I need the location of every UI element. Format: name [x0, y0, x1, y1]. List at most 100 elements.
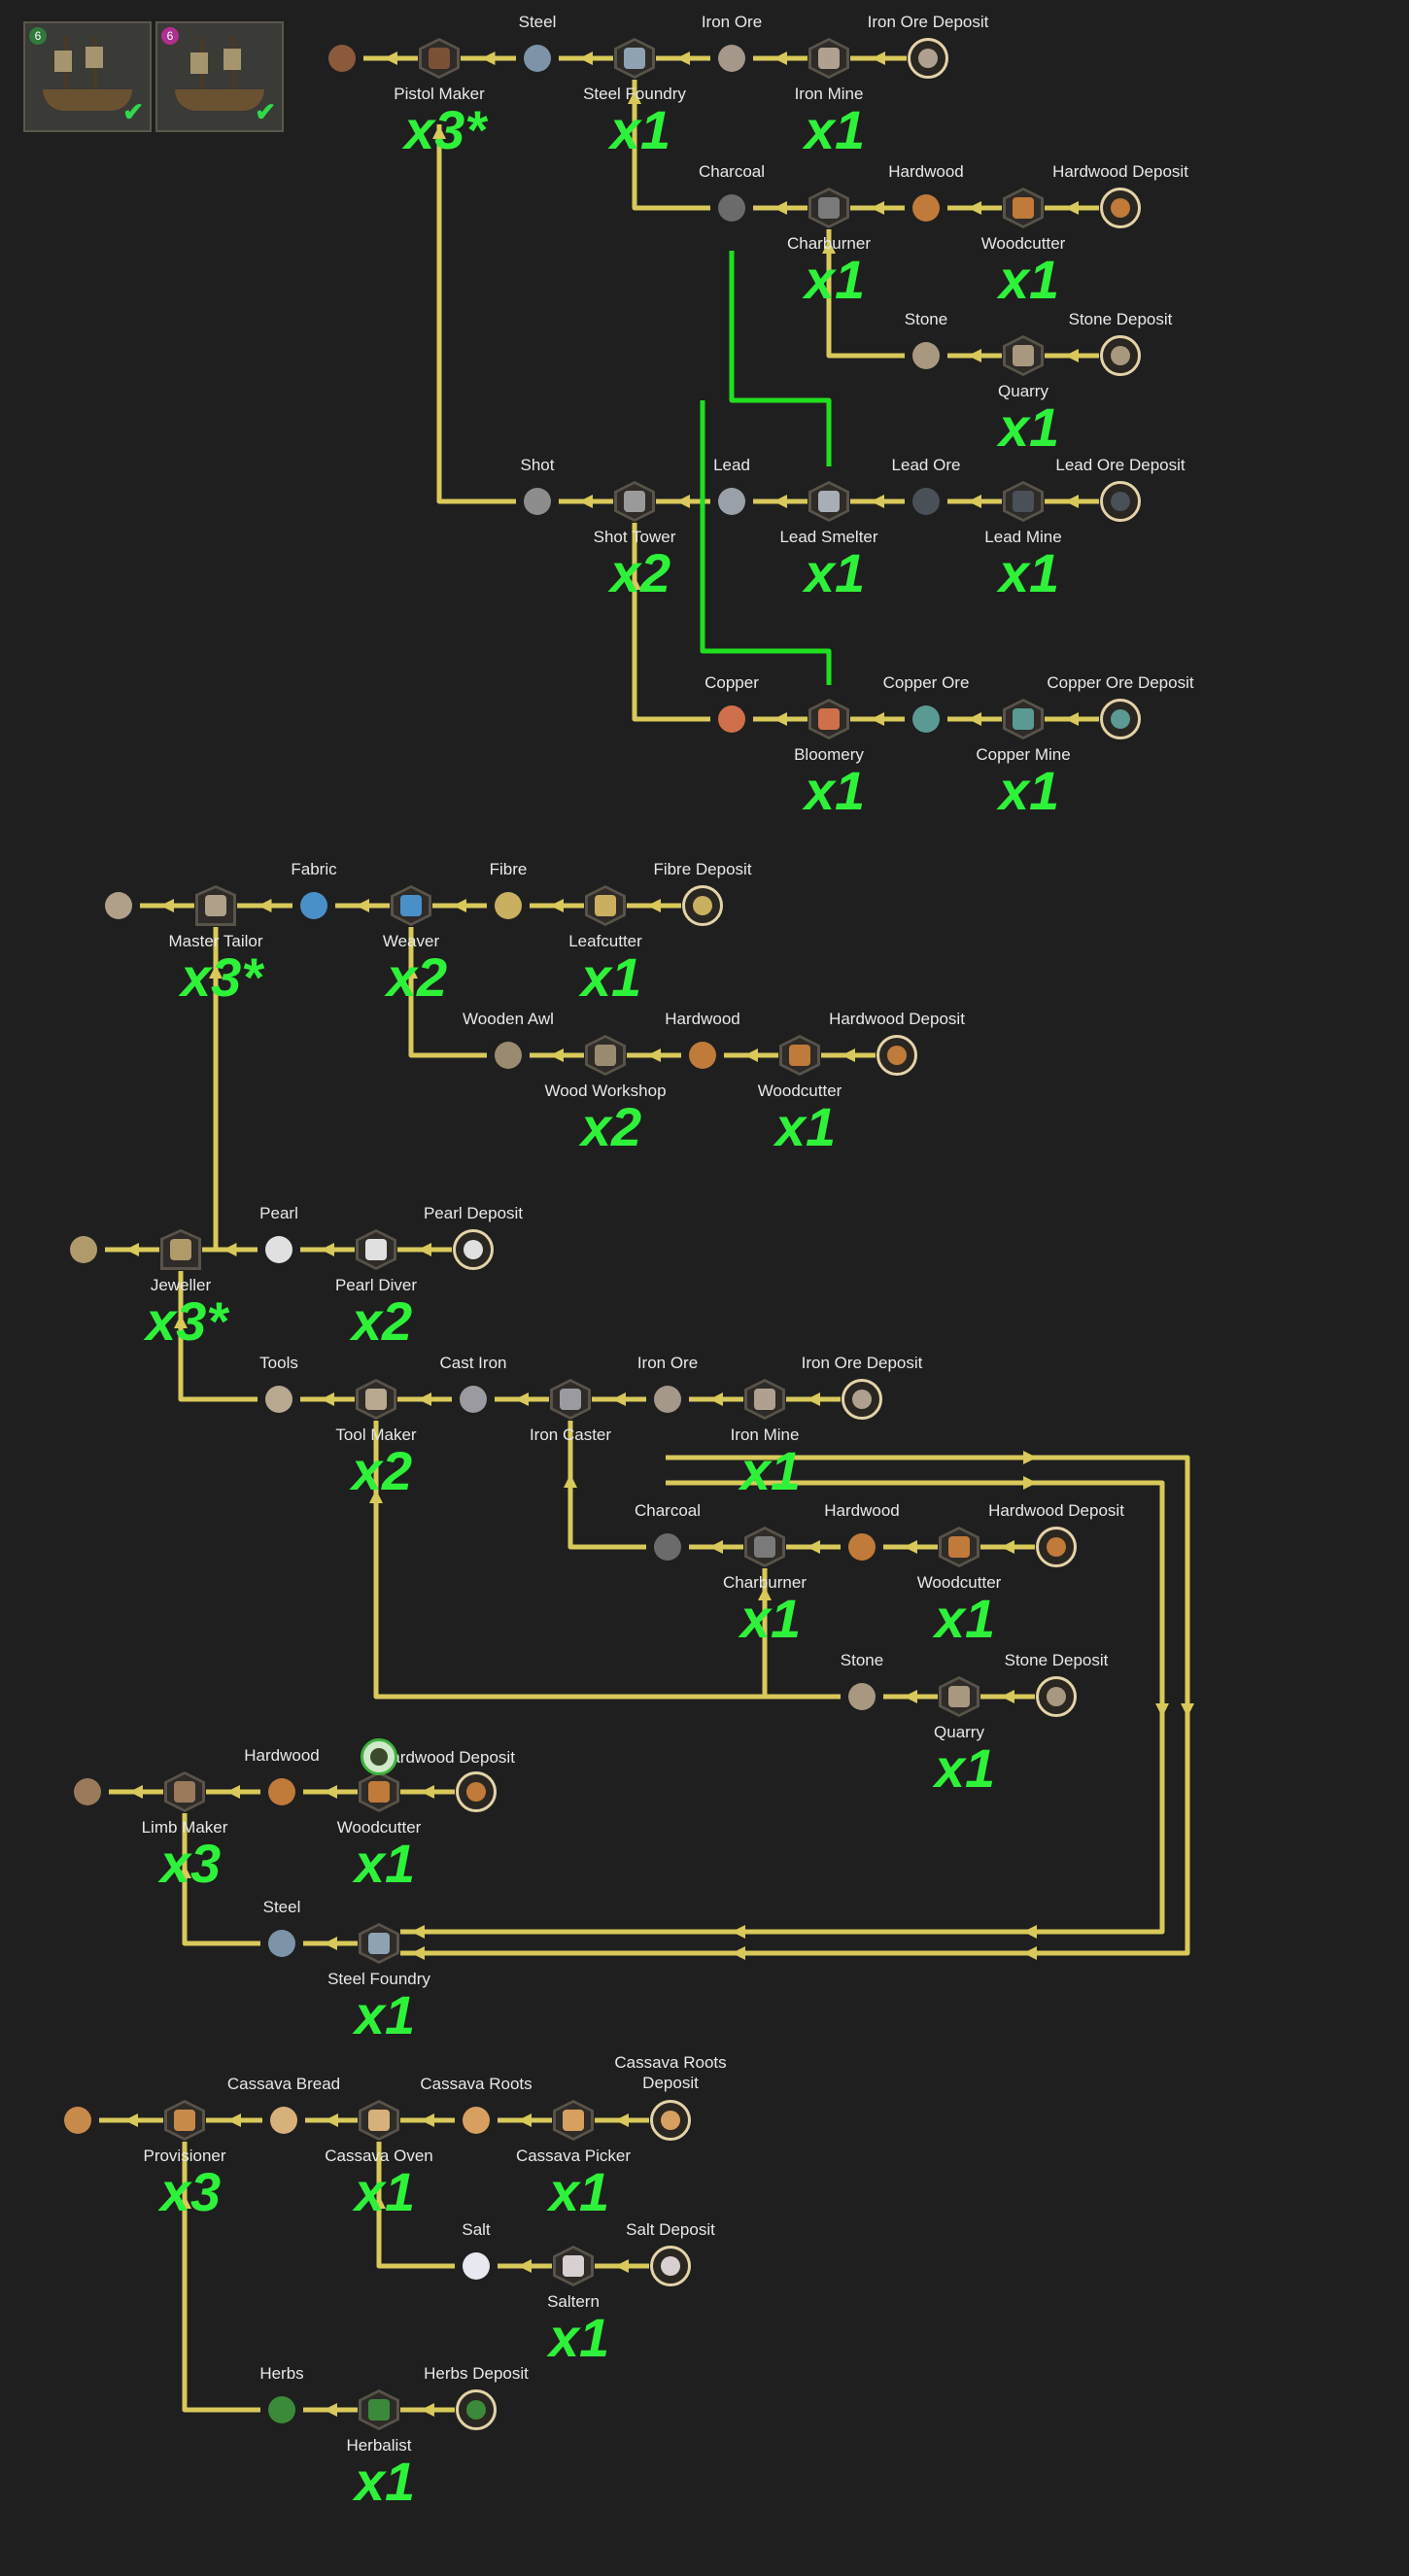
herb-bonus-badge[interactable]: [361, 1738, 397, 1775]
hardwood-dep1-node[interactable]: [1100, 188, 1141, 228]
shot-tower-node[interactable]: [614, 481, 655, 522]
jeweller-node[interactable]: [160, 1229, 201, 1270]
wood-workshop-node[interactable]: [585, 1035, 626, 1076]
lead-node[interactable]: [711, 481, 752, 522]
pearl-diver-node[interactable]: [356, 1229, 396, 1270]
fabric-icon: [400, 895, 422, 916]
fibre-node[interactable]: [488, 885, 529, 926]
salt-icon: [463, 2252, 490, 2280]
hardwood-icon: [887, 1046, 907, 1065]
limb-maker-node[interactable]: [164, 1771, 205, 1812]
herbs-dep-node[interactable]: [456, 2389, 497, 2430]
out-coat-node[interactable]: [98, 885, 139, 926]
charburner1-node[interactable]: [808, 188, 849, 228]
pearl-icon: [464, 1240, 483, 1259]
iron-dep2-node[interactable]: [842, 1379, 882, 1420]
pearl-node[interactable]: [258, 1229, 299, 1270]
tools-node[interactable]: [258, 1379, 299, 1420]
node-label: Woodcutter: [336, 1818, 422, 1837]
wooden-awl-node[interactable]: [488, 1035, 529, 1076]
salt-node[interactable]: [456, 2246, 497, 2286]
lead-mine-node[interactable]: [1003, 481, 1044, 522]
cassava-dep-node[interactable]: [650, 2100, 691, 2141]
iron-dep1-node[interactable]: [908, 38, 948, 79]
hardwood4-node[interactable]: [261, 1771, 302, 1812]
node-label: Pearl Deposit: [423, 1204, 524, 1222]
node-label: Steel: [518, 13, 557, 31]
hardwood-dep4-node[interactable]: [456, 1771, 497, 1812]
master-tailor-node[interactable]: [195, 885, 236, 926]
iron-ore1-node[interactable]: [711, 38, 752, 79]
cassava-oven-node[interactable]: [359, 2100, 399, 2141]
woodcutter3-node[interactable]: [939, 1527, 979, 1567]
stone2-node[interactable]: [842, 1676, 882, 1717]
hardwood-dep2-node[interactable]: [876, 1035, 917, 1076]
iron-mine2-node[interactable]: [744, 1379, 785, 1420]
quarry2-node[interactable]: [939, 1676, 979, 1717]
node-frame: [1100, 188, 1141, 228]
saltern-node[interactable]: [553, 2246, 594, 2286]
cassava-bread-node[interactable]: [263, 2100, 304, 2141]
woodcutter2-node[interactable]: [779, 1035, 820, 1076]
iron-ore2-node[interactable]: [647, 1379, 688, 1420]
pistol-maker-node[interactable]: [419, 38, 460, 79]
arrow-left-icon: [709, 1392, 723, 1406]
herbalist-node[interactable]: [359, 2389, 399, 2430]
herbs-node[interactable]: [261, 2389, 302, 2430]
copper-node[interactable]: [711, 699, 752, 739]
cassava-roots-node[interactable]: [456, 2100, 497, 2141]
charcoal1-node[interactable]: [711, 188, 752, 228]
steel-foundry1-node[interactable]: [614, 38, 655, 79]
stone-dep2-node[interactable]: [1036, 1676, 1077, 1717]
pistol-icon: [328, 45, 356, 72]
charburner2-node[interactable]: [744, 1527, 785, 1567]
provisioner-node[interactable]: [164, 2100, 205, 2141]
out-necklace-node[interactable]: [63, 1229, 104, 1270]
building-count: x1: [548, 2161, 610, 2222]
ship-sail: [54, 51, 72, 72]
fibre-dep-node[interactable]: [682, 885, 723, 926]
out-limb-node[interactable]: [67, 1771, 108, 1812]
steel-foundry2-node[interactable]: [359, 1923, 399, 1964]
iron-mine1-node[interactable]: [808, 38, 849, 79]
node-label: Charburner: [787, 234, 871, 253]
copper-ore-node[interactable]: [906, 699, 946, 739]
lead-ore-node[interactable]: [906, 481, 946, 522]
ship-card-2[interactable]: 6 ✔: [155, 21, 284, 132]
stone1-node[interactable]: [906, 335, 946, 376]
hardwood-icon: [368, 1781, 390, 1803]
lead-smelter-node[interactable]: [808, 481, 849, 522]
hardwood1-node[interactable]: [906, 188, 946, 228]
steel-icon: [624, 48, 645, 69]
leafcutter-node[interactable]: [585, 885, 626, 926]
copper-dep-node[interactable]: [1100, 699, 1141, 739]
woodcutter4-node[interactable]: [359, 1771, 399, 1812]
woodcutter1-node[interactable]: [1003, 188, 1044, 228]
stone-dep1-node[interactable]: [1100, 335, 1141, 376]
steel2-node[interactable]: [261, 1923, 302, 1964]
node-label: Saltern: [547, 2292, 600, 2311]
shot-node[interactable]: [517, 481, 558, 522]
tool-maker-node[interactable]: [356, 1379, 396, 1420]
steel1-node[interactable]: [517, 38, 558, 79]
stone-icon: [1111, 346, 1130, 365]
out-pistol-node[interactable]: [322, 38, 362, 79]
ship-card-1[interactable]: 6 ✔: [23, 21, 152, 132]
hardwood-dep3-node[interactable]: [1036, 1527, 1077, 1567]
quarry1-node[interactable]: [1003, 335, 1044, 376]
salt-dep-node[interactable]: [650, 2246, 691, 2286]
cast-iron-node[interactable]: [453, 1379, 494, 1420]
iron-caster-node[interactable]: [550, 1379, 591, 1420]
hardwood3-node[interactable]: [842, 1527, 882, 1567]
copper-mine-node[interactable]: [1003, 699, 1044, 739]
hardwood2-node[interactable]: [682, 1035, 723, 1076]
weaver-node[interactable]: [391, 885, 431, 926]
lead-dep-node[interactable]: [1100, 481, 1141, 522]
cassava-picker-node[interactable]: [553, 2100, 594, 2141]
charcoal2-node[interactable]: [647, 1527, 688, 1567]
fabric-node[interactable]: [293, 885, 334, 926]
pearl-dep-node[interactable]: [453, 1229, 494, 1270]
out-food-node[interactable]: [57, 2100, 98, 2141]
bloomery-node[interactable]: [808, 699, 849, 739]
arrow-left-icon: [324, 2403, 337, 2417]
